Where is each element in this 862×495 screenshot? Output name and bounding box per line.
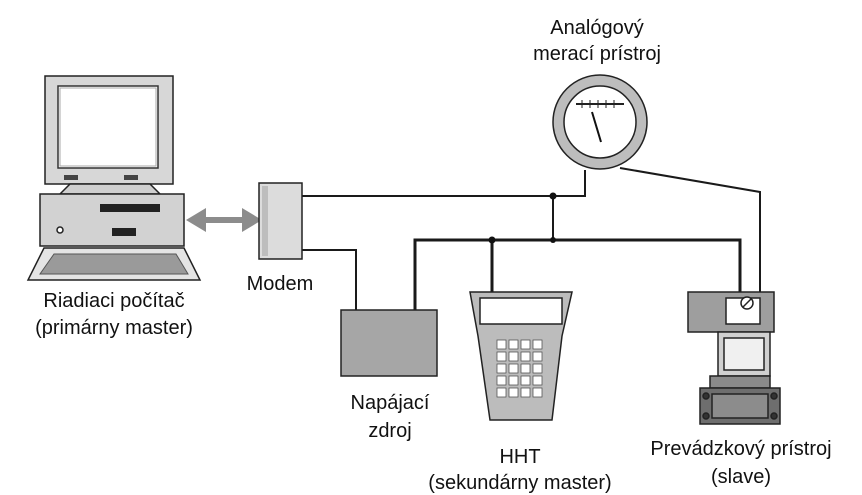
- field-device-label-line2: (slave): [711, 466, 771, 488]
- junction-dot-3: [550, 237, 556, 243]
- wire-modem-to-gauge: [302, 170, 586, 197]
- wire-gauge-to-transmitter: [619, 167, 761, 300]
- computer-icon: [26, 75, 202, 281]
- modem-icon: [258, 182, 303, 260]
- keypad: [496, 339, 543, 398]
- hht-label-line1: HHT: [499, 446, 540, 468]
- wire-power-bus: [413, 238, 742, 310]
- gauge-label-line2: merací prístroj: [533, 43, 661, 65]
- field-device-label-line1: Prevádzkový prístroj: [650, 438, 831, 460]
- hht-label-line2: (sekundárny master): [428, 472, 611, 494]
- analog-gauge-icon: [552, 74, 648, 170]
- modem-label: Modem: [247, 273, 314, 295]
- junction-dot-2: [488, 236, 496, 244]
- power-supply-label-line1: Napájací: [351, 392, 430, 414]
- computer-label-line1: Riadiaci počítač: [43, 290, 184, 312]
- power-supply-icon: [340, 309, 438, 377]
- wire-modem-to-power: [302, 249, 357, 310]
- wiring: [302, 167, 761, 310]
- handheld-terminal-icon: [469, 291, 573, 421]
- junction-dot-1: [549, 192, 557, 200]
- gauge-label-line1: Analógový: [550, 17, 643, 39]
- field-transmitter-icon: [687, 291, 781, 425]
- power-supply-label-line2: zdroj: [368, 420, 411, 442]
- computer-label-line2: (primárny master): [35, 317, 193, 339]
- bidirectional-arrow-icon: [186, 208, 262, 232]
